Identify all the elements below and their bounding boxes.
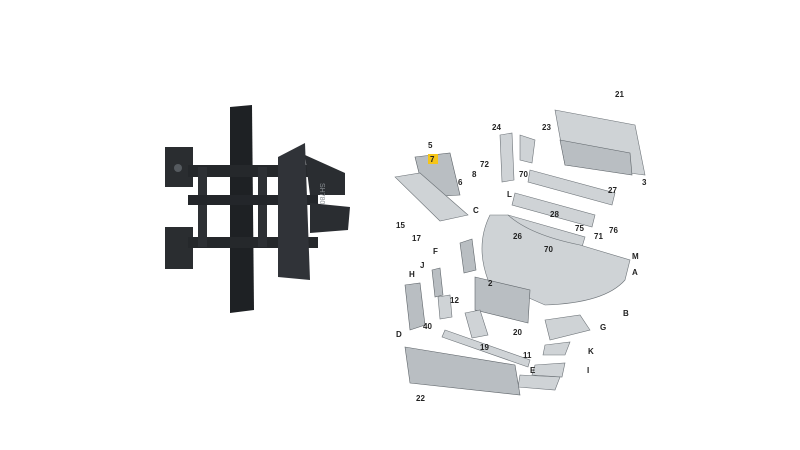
callout-label: 70 xyxy=(519,170,528,179)
callout-label: 22 xyxy=(416,394,425,403)
callout-label: H xyxy=(409,270,415,279)
bracket-middle-rail xyxy=(188,195,318,205)
callout-label: 76 xyxy=(609,226,618,235)
callout-label: 72 xyxy=(480,160,489,169)
part-trim-E xyxy=(517,374,561,391)
callout-highlight xyxy=(428,154,438,164)
callout-label: D xyxy=(396,330,402,339)
callout-label: M xyxy=(632,252,639,261)
part-lower-grille-12 xyxy=(474,276,531,324)
callout-label: 5 xyxy=(428,141,433,150)
bracket-right-clip-upper xyxy=(305,155,345,195)
part-strip-11 xyxy=(441,329,531,368)
callout-label: J xyxy=(420,261,424,270)
part-beam-28 xyxy=(511,192,596,228)
part-trim-I xyxy=(531,362,566,378)
part-undertray-22 xyxy=(404,346,521,396)
callout-label: A xyxy=(632,268,638,277)
part-bracket-24 xyxy=(499,132,515,183)
callout-label: 40 xyxy=(423,322,432,331)
callout-label: 3 xyxy=(642,178,647,187)
bracket-screw-hole xyxy=(174,164,182,172)
callout-label: G xyxy=(600,323,606,332)
callout-label: F xyxy=(433,247,438,256)
bracket-right-plate xyxy=(278,143,310,280)
part-strip-19 xyxy=(464,309,489,339)
part-strip-40 xyxy=(437,294,453,320)
bracket-engraving: SH780 xyxy=(318,183,325,205)
bracket-photo: SH780 xyxy=(165,105,350,313)
callout-label: 17 xyxy=(412,234,421,243)
callout-label: 24 xyxy=(492,123,501,132)
callout-label: 15 xyxy=(396,221,405,230)
part-fog-lamp-G xyxy=(544,314,591,341)
part-side-J xyxy=(431,267,444,298)
bracket-vertical-bar xyxy=(230,105,254,313)
callout-label: 21 xyxy=(615,90,624,99)
part-bracket-23 xyxy=(519,134,536,164)
callout-label: 12 xyxy=(450,296,459,305)
callout-label: 71 xyxy=(594,232,603,241)
callout-label: 75 xyxy=(575,224,584,233)
part-beam-27 xyxy=(527,169,616,206)
callout-label: L xyxy=(507,190,512,199)
callout-label: 28 xyxy=(550,210,559,219)
callout-label: 8 xyxy=(472,170,477,179)
callout-label: 26 xyxy=(513,232,522,241)
bracket-right-post xyxy=(258,167,267,247)
callout-label: 11 xyxy=(523,351,532,360)
callout-label: I xyxy=(587,366,589,375)
bracket-lower-rail xyxy=(188,237,318,248)
callout-label: B xyxy=(623,309,629,318)
part-trim-K xyxy=(542,341,571,356)
part-side-F xyxy=(459,238,477,274)
part-bumper-A xyxy=(481,214,631,306)
callout-label: 2 xyxy=(488,279,493,288)
bracket-right-clip-lower xyxy=(310,203,350,233)
part-side-D xyxy=(404,282,426,331)
callout-label: 20 xyxy=(513,328,522,337)
callout-label: 7 xyxy=(430,155,435,164)
callout-labels: 21 24 23 5 7 72 70 6 8 L 3 27 28 15 C 75… xyxy=(396,90,647,403)
callout-label: 70 xyxy=(544,245,553,254)
callout-label: C xyxy=(473,206,479,215)
exploded-parts-diagram: 21 24 23 5 7 72 70 6 8 L 3 27 28 15 C 75… xyxy=(394,90,647,403)
callout-label: 19 xyxy=(480,343,489,352)
callout-label: 23 xyxy=(542,123,551,132)
bracket-left-post xyxy=(198,167,207,247)
callout-label: K xyxy=(588,347,594,356)
callout-label: 27 xyxy=(608,186,617,195)
part-frame-15 xyxy=(394,172,469,222)
callout-label: 6 xyxy=(458,178,463,187)
callout-label: E xyxy=(530,366,536,375)
part-grille-carrier-lower xyxy=(559,139,633,176)
